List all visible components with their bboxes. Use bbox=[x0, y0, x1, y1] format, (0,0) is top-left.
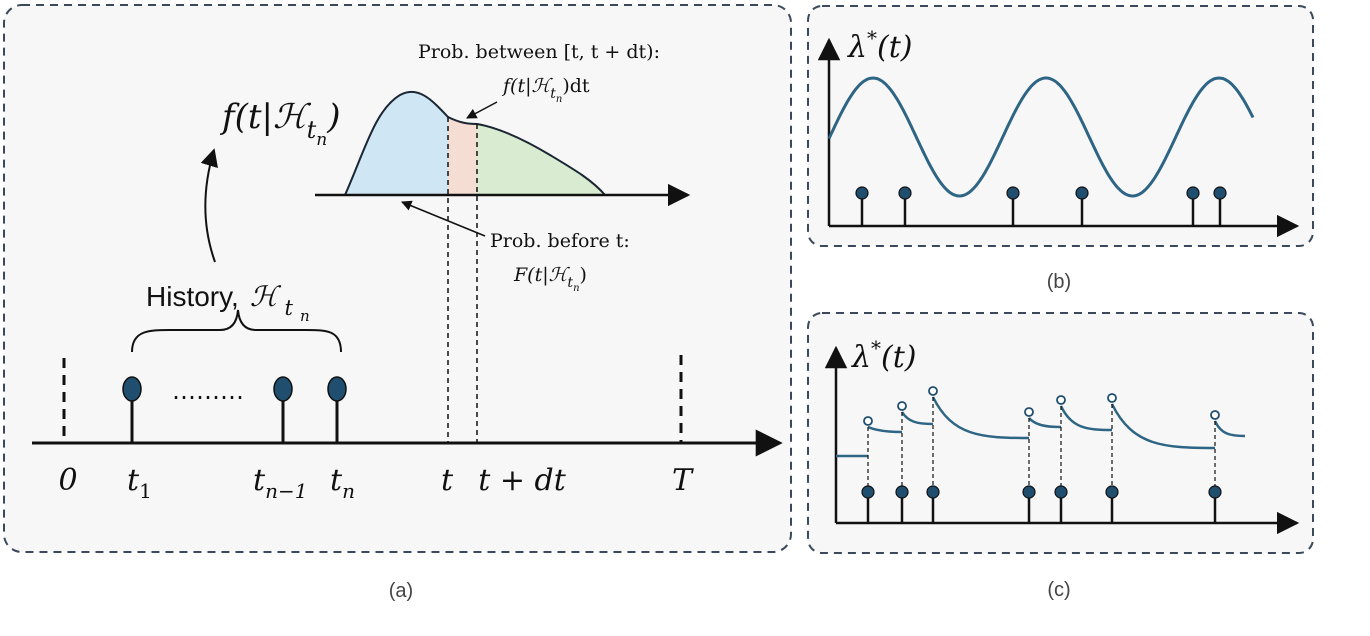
panel-b-frame bbox=[807, 5, 1314, 247]
density-region-before bbox=[345, 91, 448, 195]
caption-a: (a) bbox=[389, 580, 413, 602]
caption-b: (b) bbox=[1047, 271, 1071, 293]
b-event bbox=[855, 186, 869, 226]
c-jump-point bbox=[1210, 410, 1220, 420]
c-jump-point bbox=[897, 401, 907, 411]
c-jump-point bbox=[1056, 395, 1066, 405]
c-decay-segment bbox=[1059, 405, 1113, 432]
panel-a-frame bbox=[3, 4, 792, 553]
label-T: T bbox=[672, 463, 694, 498]
c-jump-point bbox=[928, 386, 938, 396]
history-to-density-arrow bbox=[200, 148, 218, 263]
c-event bbox=[926, 485, 940, 523]
c-decay-segment bbox=[1110, 403, 1216, 450]
prob-before-arrow bbox=[401, 200, 486, 237]
c-event bbox=[1208, 485, 1222, 523]
history-brace bbox=[131, 309, 342, 353]
b-intensity-curve bbox=[827, 76, 1255, 198]
panel-c: λ*(t) (c) bbox=[807, 312, 1314, 601]
density-curve bbox=[344, 90, 606, 196]
c-event bbox=[1022, 485, 1036, 523]
prob-between-line2: f(t|ℋtn)dt bbox=[501, 75, 590, 105]
label-tdt: t + dt bbox=[478, 463, 566, 498]
density-region-after bbox=[477, 124, 605, 195]
caption-c: (c) bbox=[1047, 579, 1070, 601]
c-decay-segment bbox=[931, 396, 1030, 440]
label-t: t bbox=[441, 463, 454, 498]
label-tn: tn bbox=[330, 463, 355, 503]
event-tn-1 bbox=[273, 376, 293, 443]
label-tn-1: tn−1 bbox=[253, 463, 307, 503]
c-jump-point bbox=[863, 416, 873, 426]
c-jump-point bbox=[1107, 393, 1117, 403]
panel-b: λ*(t) (b) bbox=[807, 5, 1314, 293]
c-decay-segment bbox=[1028, 417, 1062, 429]
prob-between-arrow bbox=[466, 101, 498, 119]
b-event bbox=[898, 186, 912, 226]
panel-a: ⋯⋯⋯ History, ℋ t n f(t|ℋtn) Prob. betwee… bbox=[3, 4, 792, 602]
density-label: f(t|ℋtn) bbox=[219, 97, 340, 150]
c-ylabel: λ*(t) bbox=[851, 336, 916, 375]
b-events bbox=[855, 186, 1227, 226]
b-ylabel: λ*(t) bbox=[847, 26, 912, 65]
label-zero: 0 bbox=[58, 463, 77, 498]
c-decay-segment bbox=[867, 425, 903, 434]
ellipsis-dots: ⋯⋯⋯ bbox=[172, 383, 244, 411]
c-decay-segment bbox=[900, 411, 934, 426]
event-t1 bbox=[122, 376, 142, 443]
density-region-between bbox=[448, 117, 477, 195]
b-event bbox=[1006, 186, 1020, 226]
c-event bbox=[895, 485, 909, 523]
prob-before-line2: F(t|ℋtn) bbox=[513, 264, 587, 294]
b-event bbox=[1213, 186, 1227, 226]
b-event bbox=[1075, 186, 1089, 226]
c-event bbox=[1105, 485, 1119, 523]
event-tn bbox=[327, 376, 347, 443]
c-decay-segment bbox=[1213, 420, 1246, 438]
b-event bbox=[1186, 186, 1200, 226]
c-hawkes-intensity bbox=[836, 386, 1246, 523]
history-label: History, ℋ t n bbox=[146, 280, 310, 325]
c-event bbox=[1054, 485, 1068, 523]
prob-before-line1: Prob. before t: bbox=[490, 230, 630, 252]
c-event bbox=[861, 485, 875, 523]
c-jump-point bbox=[1024, 407, 1034, 417]
label-t1: t1 bbox=[127, 463, 152, 503]
prob-between-line1: Prob. between [t, t + dt): bbox=[418, 41, 660, 63]
